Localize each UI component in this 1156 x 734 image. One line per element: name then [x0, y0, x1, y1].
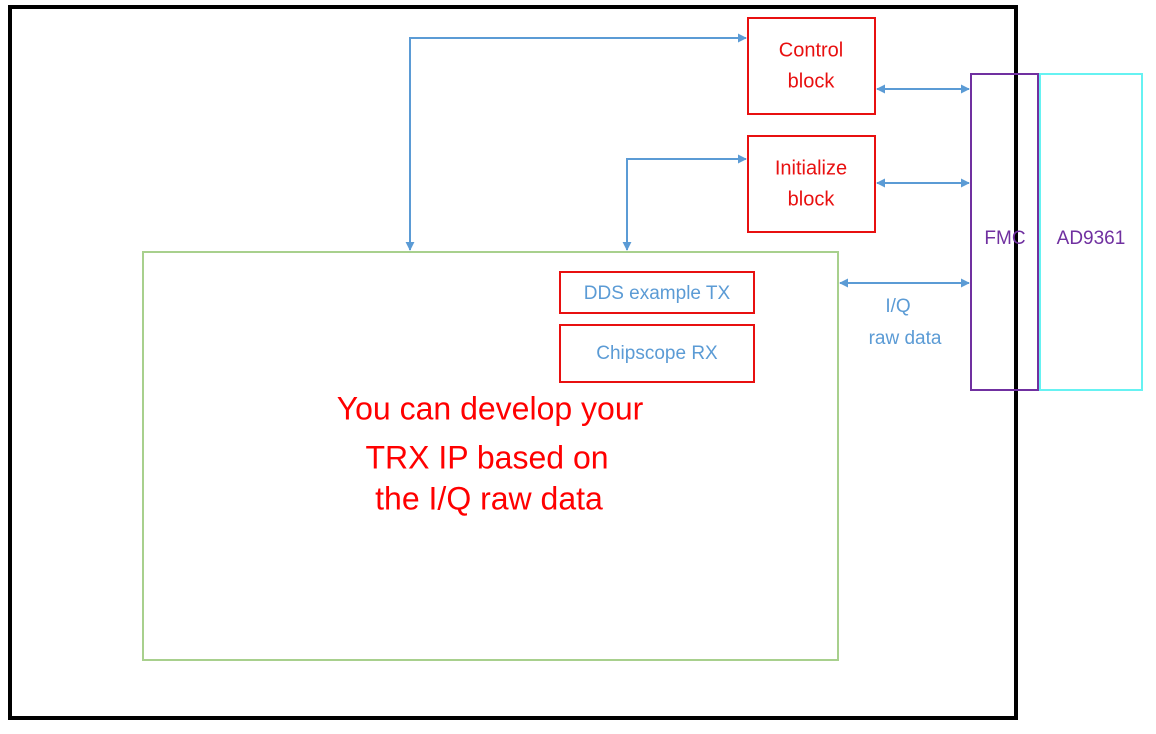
dds-example-tx-block: DDS example TX: [559, 271, 755, 314]
arrow-ip-to-control: [405, 33, 747, 251]
ad9361-label: AD9361: [1057, 228, 1126, 249]
user-ip-block: You can develop your TRX IP based on the…: [142, 251, 839, 661]
ad9361-chip: AD9361: [1039, 73, 1143, 391]
iq-raw-data-label-line2: raw data: [869, 328, 942, 349]
initialize-block-label-line1: Initialize: [775, 157, 847, 179]
initialize-block-label-line2: block: [788, 188, 836, 210]
fmc-connector: FMC: [970, 73, 1039, 391]
chipscope-rx-block: Chipscope RX: [559, 324, 755, 383]
control-block-label-line1: Control: [779, 39, 843, 61]
dds-example-tx-label: DDS example TX: [584, 283, 731, 304]
iq-raw-data-label-line1: I/Q: [885, 296, 910, 317]
user-ip-text-line3: the I/Q raw data: [375, 480, 603, 516]
outer-system-border: [8, 5, 1018, 720]
chipscope-rx-label: Chipscope RX: [596, 343, 718, 364]
control-block: Control block: [747, 17, 876, 115]
initialize-block: Initialize block: [747, 135, 876, 233]
arrow-ip-to-initialize: [622, 154, 747, 251]
user-ip-text-line2: TRX IP based on: [365, 439, 608, 475]
user-ip-text-line1: You can develop your: [337, 390, 644, 426]
fmc-label: FMC: [984, 228, 1025, 249]
control-block-label-line2: block: [788, 70, 836, 92]
